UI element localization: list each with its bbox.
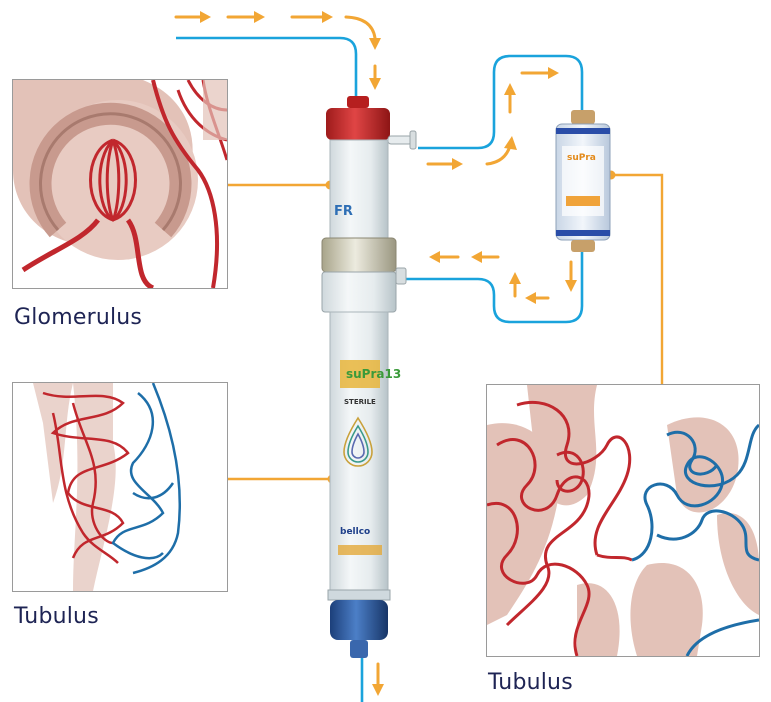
main-hemofilter: FR suPra13 STERILE bellco xyxy=(322,96,416,658)
tubulus-left-label: Tubulus xyxy=(14,604,99,629)
upper-filter-label: FR xyxy=(334,204,353,219)
tubulus-left-illustration xyxy=(13,383,227,591)
cartridge-label: suPra xyxy=(567,153,596,163)
main-filter-label: suPra13 xyxy=(346,367,401,381)
tubulus-right-panel xyxy=(486,384,760,657)
glomerulus-illustration xyxy=(13,80,227,288)
brand-label: bellco xyxy=(340,527,370,537)
tubulus-right-illustration xyxy=(487,385,759,656)
main-filter-sterile: STERILE xyxy=(344,398,376,406)
glomerulus-label: Glomerulus xyxy=(14,305,142,330)
tubulus-left-panel xyxy=(12,382,228,592)
tubulus-right-label: Tubulus xyxy=(488,670,573,695)
secondary-cartridge: suPra xyxy=(556,110,610,252)
glomerulus-panel xyxy=(12,79,228,289)
